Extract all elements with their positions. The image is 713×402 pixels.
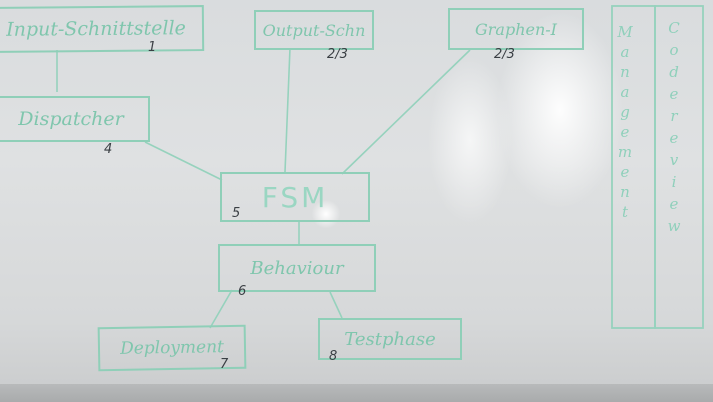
line-behaviour-deployment (209, 289, 233, 329)
line-graphen-fsm (341, 49, 471, 175)
codereview-column-frame (654, 5, 704, 329)
input-schnittstelle-box: Input-Schnittstelle (0, 5, 205, 53)
codereview-letter: o (669, 41, 679, 59)
management-letter: g (620, 103, 630, 121)
management-letter: e (620, 123, 630, 141)
management-letter: a (620, 43, 630, 61)
codereview-column: C o d e r e v i e w (664, 18, 684, 238)
input-schnittstelle-label: Input-Schnittstelle (6, 17, 186, 41)
codereview-letter: i (671, 173, 677, 191)
line-dispatcher-fsm (144, 141, 223, 181)
output-schn-label: Output-Schn (262, 20, 366, 40)
deployment-label: Deployment (119, 337, 225, 359)
fsm-number: 5 (232, 206, 241, 221)
input-schnittstelle-number: 1 (148, 40, 157, 55)
testphase-label: Testphase (344, 328, 436, 350)
management-letter: e (620, 163, 630, 181)
codereview-letter: d (669, 63, 679, 81)
codereview-letter: v (669, 151, 679, 169)
deployment-number: 7 (220, 357, 229, 372)
management-letter: n (620, 63, 630, 81)
output-schn-number: 2/3 (327, 47, 348, 62)
marker-tray (0, 384, 713, 402)
codereview-letter: w (667, 217, 681, 235)
dispatcher-number: 4 (104, 142, 113, 157)
codereview-letter: e (669, 129, 679, 147)
dispatcher-box: Dispatcher (0, 96, 150, 142)
graphen-box: Graphen-I (448, 8, 584, 50)
codereview-letter: C (668, 19, 680, 37)
output-schn-box: Output-Schn (254, 10, 374, 50)
codereview-letter: r (670, 107, 678, 125)
management-letter: t (621, 203, 629, 221)
line-output-fsm (284, 47, 291, 173)
testphase-number: 8 (329, 349, 338, 364)
dispatcher-label: Dispatcher (18, 108, 124, 130)
management-letter: m (617, 143, 633, 161)
graphen-number: 2/3 (494, 47, 515, 62)
fsm-box: FSM (220, 172, 370, 222)
codereview-letter: e (669, 85, 679, 103)
management-letter: a (620, 83, 630, 101)
management-column: M a n a g e m e n t (616, 22, 634, 222)
fsm-label: FSM (261, 180, 329, 214)
behaviour-box: Behaviour (218, 244, 376, 292)
management-letter: n (620, 183, 630, 201)
line-behaviour-testphase (329, 291, 343, 319)
testphase-box: Testphase (318, 318, 462, 360)
graphen-label: Graphen-I (474, 19, 557, 39)
behaviour-label: Behaviour (250, 257, 344, 279)
behaviour-number: 6 (238, 284, 247, 299)
management-letter: M (617, 23, 633, 41)
codereview-letter: e (669, 195, 679, 213)
